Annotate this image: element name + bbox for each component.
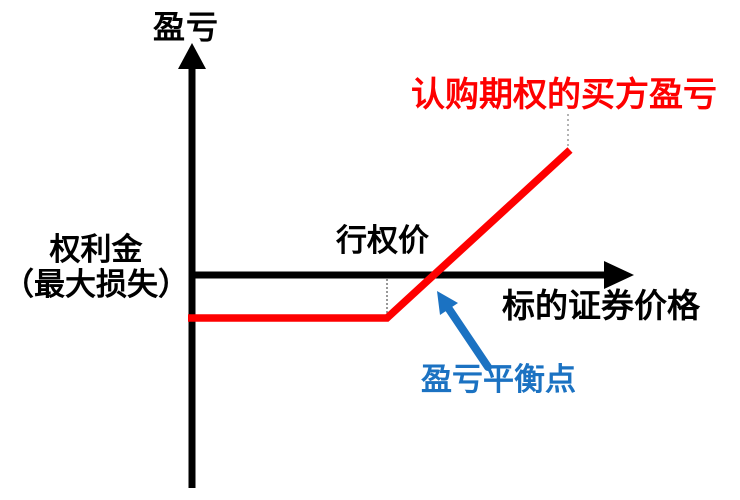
x-axis-label: 标的证券价格 xyxy=(502,287,700,324)
breakeven-label: 盈亏平衡点 xyxy=(421,362,576,397)
premium-max-loss-label: 权利金 （最大损失） xyxy=(0,232,192,302)
series-title-label: 认购期权的买方盈亏 xyxy=(411,76,717,114)
premium-label-line1: 权利金 xyxy=(49,232,143,267)
y-axis-label: 盈亏 xyxy=(153,9,220,45)
x-axis-arrowhead-icon xyxy=(604,261,634,289)
y-axis-arrowhead-icon xyxy=(178,43,206,69)
breakeven-arrowhead-icon xyxy=(437,291,458,315)
premium-label-line2: （最大损失） xyxy=(3,266,189,302)
payoff-line xyxy=(188,147,573,322)
breakeven-arrow-shaft xyxy=(445,305,492,371)
strike-price-label: 行权价 xyxy=(336,223,429,258)
